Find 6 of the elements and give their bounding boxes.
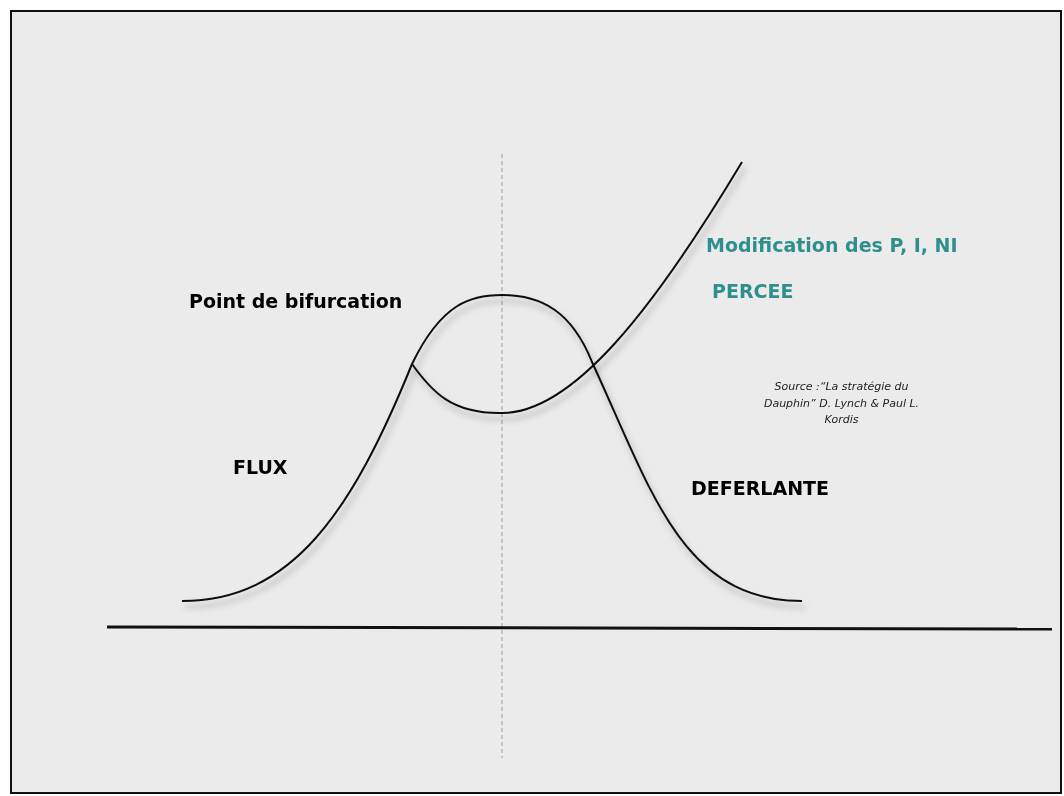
annotation-text: PERCEE bbox=[712, 280, 794, 302]
annotation-text: Modification des P, I, NI bbox=[706, 234, 958, 256]
annotation-text: Point de bifurcation bbox=[189, 290, 403, 312]
source-note: Source :“La stratégie du Dauphin” D. Lynch & Paul L. Kordis bbox=[762, 379, 921, 428]
curve-label: DEFERLANTE bbox=[691, 477, 829, 499]
curve-label: FLUX bbox=[233, 456, 288, 478]
